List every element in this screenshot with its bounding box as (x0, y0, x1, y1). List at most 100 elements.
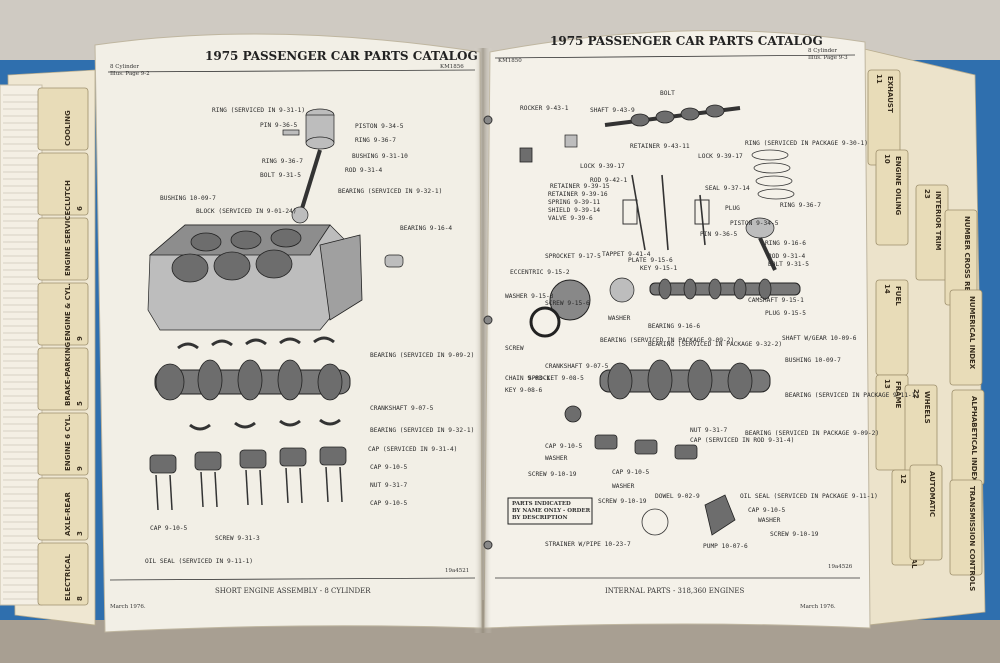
left-tab[interactable]: CLUTCH 6 (37, 152, 89, 216)
right-callout-label: SPROCKET 9-08-5 (528, 375, 584, 382)
right-callout-label: RETAINER 9-43-11 (630, 143, 690, 150)
right-callout-label: DOWEL 9-02-9 (655, 493, 700, 500)
left-callout-label: SCREW 9-31-3 (215, 535, 260, 542)
right-callout-label: CAP (SERVICED IN ROD 9-31-4) (690, 437, 794, 444)
index-card-strip (0, 84, 43, 606)
right-tab-label: FUEL (894, 286, 902, 306)
bearing-shell (279, 337, 301, 345)
right-callout-label: ECCENTRIC 9-15-2 (510, 269, 570, 276)
right-footer-title: INTERNAL PARTS - 318,360 ENGINES (605, 587, 745, 595)
right-crankshaft-illustration (564, 359, 771, 423)
left-callout-label: PISTON 9-34-5 (355, 123, 404, 130)
cap-screw (245, 469, 249, 506)
left-tab[interactable]: ENGINE 6 CYL.9 (37, 412, 89, 476)
right-callout-label: ROD 9-31-4 (768, 253, 806, 260)
bearing-shell (313, 336, 335, 344)
right-callout-label: WASHER 9-15-3 (505, 293, 554, 300)
right-tab-label: TRANSMISSION CONTROLS (968, 486, 976, 591)
piston-rod-illustration (282, 108, 404, 268)
cap-screw (285, 467, 289, 504)
main-caps-illustration (149, 446, 347, 511)
left-tab[interactable]: ENGINE & CYL.9 (37, 282, 89, 346)
main-cap (239, 449, 267, 469)
bearing-shell (319, 418, 341, 426)
right-callout-label: CHAIN 9-03-1 (505, 375, 550, 382)
crankshaft-illustration (154, 359, 351, 401)
right-callout-label: CRANKSHAFT 9-07-5 (545, 363, 609, 370)
cap-screw (169, 474, 173, 511)
right-callout-label: CAP 9-10-5 (748, 507, 786, 514)
left-tab-label: ENGINE & CYL. (64, 283, 72, 341)
left-tab-label: ELECTRICAL (64, 554, 72, 601)
oil-pump-illustration (641, 494, 736, 536)
right-page-header: 1975 PASSENGER CAR PARTS CATALOG (550, 34, 823, 48)
right-tab-label: WHEELS (923, 391, 931, 424)
right-callout-label: SPROCKET 9-17-5 (545, 253, 601, 260)
right-callout-label: SHIELD 9-39-14 (548, 207, 600, 214)
left-callout-label: RING 9-36-7 (262, 158, 303, 165)
left-callout-label: OIL SEAL (SERVICED IN 9-11-1) (145, 558, 253, 565)
left-tab-number: 6 (76, 206, 84, 211)
left-tab[interactable]: COOLING (37, 87, 89, 151)
right-tab[interactable]: NUMERICAL INDEX (949, 289, 983, 386)
right-callout-label: CAP 9-10-5 (545, 443, 583, 450)
left-tab[interactable]: ENGINE SERVICE (37, 211, 89, 281)
right-callout-label: RING (SERVICED IN PACKAGE 9-30-1) (745, 140, 868, 147)
left-tab-label: CLUTCH (64, 180, 72, 211)
left-callout-label: BUSHING 9-31-10 (352, 153, 408, 160)
right-callout-label: LOCK 9-39-17 (698, 153, 743, 160)
right-callout-label: RETAINER 9-39-15 (550, 183, 610, 190)
left-callout-label: BEARING (SERVICED IN 9-32-1) (370, 427, 474, 434)
binder-ring-bottom (483, 540, 493, 550)
right-callout-label: WASHER (545, 455, 568, 462)
right-tab[interactable]: AUTOMATIC (909, 464, 943, 561)
left-tab-label: BRAKE-PARKING (64, 342, 72, 406)
main-cap (149, 454, 177, 474)
right-tab-label: NUMERICAL INDEX (968, 296, 976, 370)
left-callout-label: CAP 9-10-5 (370, 464, 408, 471)
right-tab-label: AUTOMATIC (928, 471, 936, 517)
right-tab-number: 10 (883, 154, 891, 164)
right-tab-number: 22 (912, 389, 920, 399)
right-callout-label: WASHER (612, 483, 635, 490)
right-callout-label: LOCK 9-39-17 (580, 163, 625, 170)
index-card-lines (3, 94, 38, 600)
cap-screw (259, 469, 263, 506)
left-callout-label: BEARING 9-16-4 (400, 225, 452, 232)
right-tab[interactable]: TRANSMISSION CONTROLS (949, 479, 983, 591)
cap-screw (214, 471, 218, 508)
right-tab-number: 11 (875, 74, 883, 84)
bearing-shell (189, 423, 211, 431)
left-callout-label: PIN 9-36-5 (260, 122, 298, 129)
cap-screw (325, 466, 329, 503)
right-tab[interactable]: ALPHABETICAL INDEX (951, 389, 985, 486)
right-tab-label: ENGINE OILING (894, 156, 902, 216)
right-callout-label: SEAL 9-37-14 (705, 185, 750, 192)
left-callout-label: RING 9-36-7 (355, 137, 396, 144)
rod-cap (634, 439, 658, 455)
right-footer-date: March 1976. (800, 604, 836, 610)
binder-ring-middle (483, 315, 493, 325)
right-callout-label: BOLT (660, 90, 675, 97)
left-tab-number: 9 (76, 466, 84, 471)
right-callout-label: SCREW (505, 345, 524, 352)
main-cap (279, 447, 307, 467)
right-callout-label: SCREW 9-15-6 (545, 300, 590, 307)
left-callout-label: BUSHING 10-09-7 (160, 195, 216, 202)
right-caps-illustration (594, 434, 698, 460)
left-header-rule (107, 69, 476, 73)
bearing-shells-illustration (177, 336, 341, 431)
bearing-shell (177, 342, 199, 350)
cap-screw (339, 466, 343, 503)
note-box (507, 497, 593, 525)
